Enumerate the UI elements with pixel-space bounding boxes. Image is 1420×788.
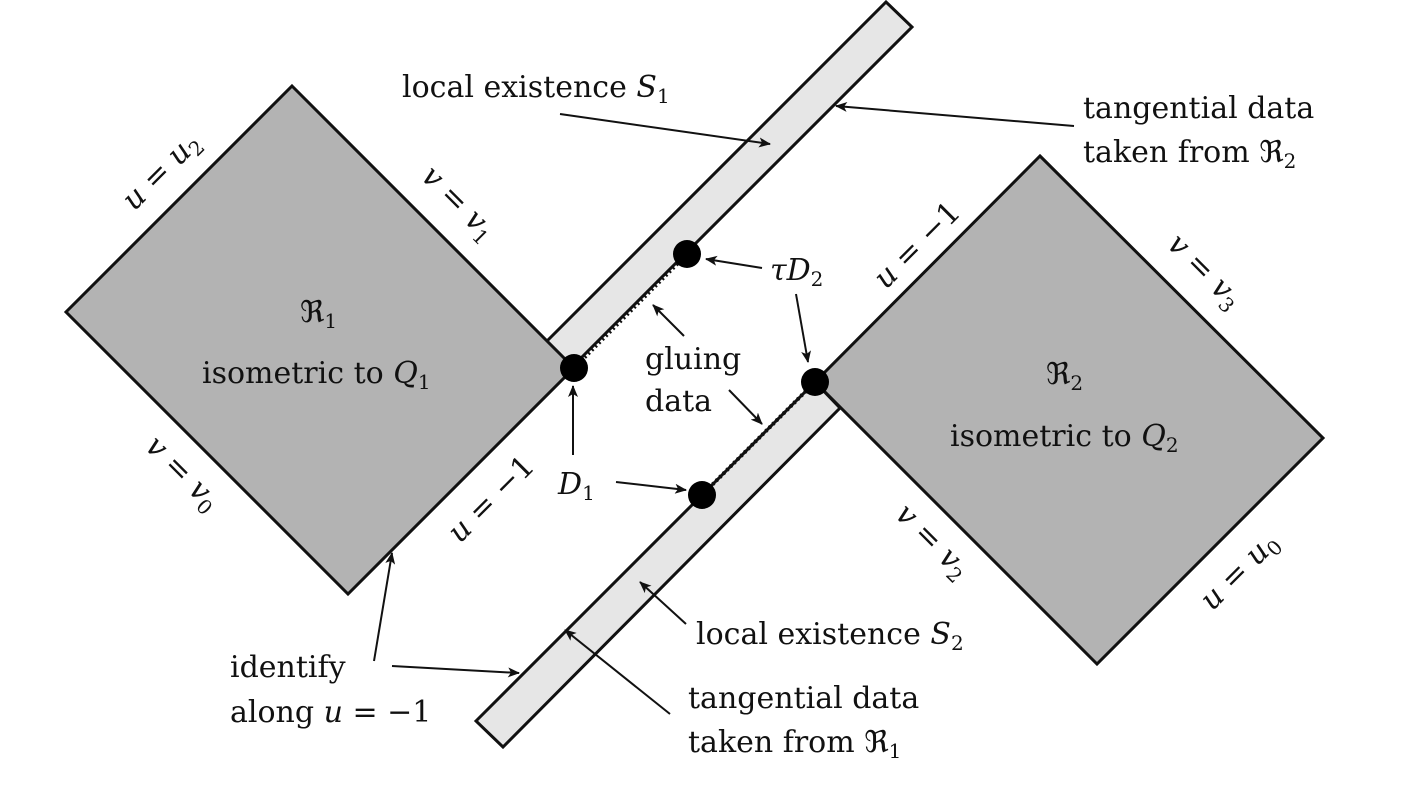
arrow-gluing-upper (652, 304, 685, 337)
arrow-identify-strip (391, 665, 520, 678)
arrow-tangential-r2 (835, 101, 1075, 127)
region-r2-label: ℜ2 (1046, 357, 1083, 395)
point-tau-d2-upper (673, 240, 701, 268)
label-tangential-data-r2: tangential data taken from ℜ2 (1083, 91, 1324, 173)
gluing-segment-upper (572, 252, 689, 370)
point-d1-lower (688, 481, 716, 509)
region-r1 (63, 83, 577, 597)
arrow-d1-lower (615, 481, 687, 494)
arrow-local-existence-2 (639, 581, 687, 625)
label-local-existence-s1: local existence S1 (402, 70, 670, 108)
region-r1-isometric: isometric to Q1 (202, 356, 431, 394)
label-tangential-data-r1: tangential data taken from ℜ1 (688, 681, 929, 763)
point-d1-upper (560, 354, 588, 382)
arrow-local-existence-1 (559, 113, 771, 148)
label-identify-along: identify along u = −1 (230, 650, 431, 730)
label-local-existence-s2: local existence S2 (696, 617, 964, 655)
edge-r2-lower-left: v = v2 (886, 497, 977, 588)
gluing-segment-lower (700, 380, 817, 497)
region-r2-isometric: isometric to Q2 (950, 419, 1179, 457)
arrow-tau-d2-lower (795, 293, 812, 363)
label-d1: D1 (557, 467, 595, 505)
edge-r2-lower-right: u = u0 (1193, 525, 1287, 619)
region-r2 (812, 153, 1326, 667)
arrow-gluing-lower (728, 389, 763, 425)
point-tau-d2-lower (801, 368, 829, 396)
region-r1-label: ℜ1 (300, 295, 337, 333)
arrow-tangential-r1 (564, 629, 671, 715)
label-tau-d2: τD2 (770, 253, 823, 291)
arrow-identify-r1 (373, 552, 396, 662)
label-gluing-data: gluing data (645, 342, 751, 419)
strip-s1 (543, 0, 915, 370)
arrow-tau-d2-upper (705, 255, 763, 269)
